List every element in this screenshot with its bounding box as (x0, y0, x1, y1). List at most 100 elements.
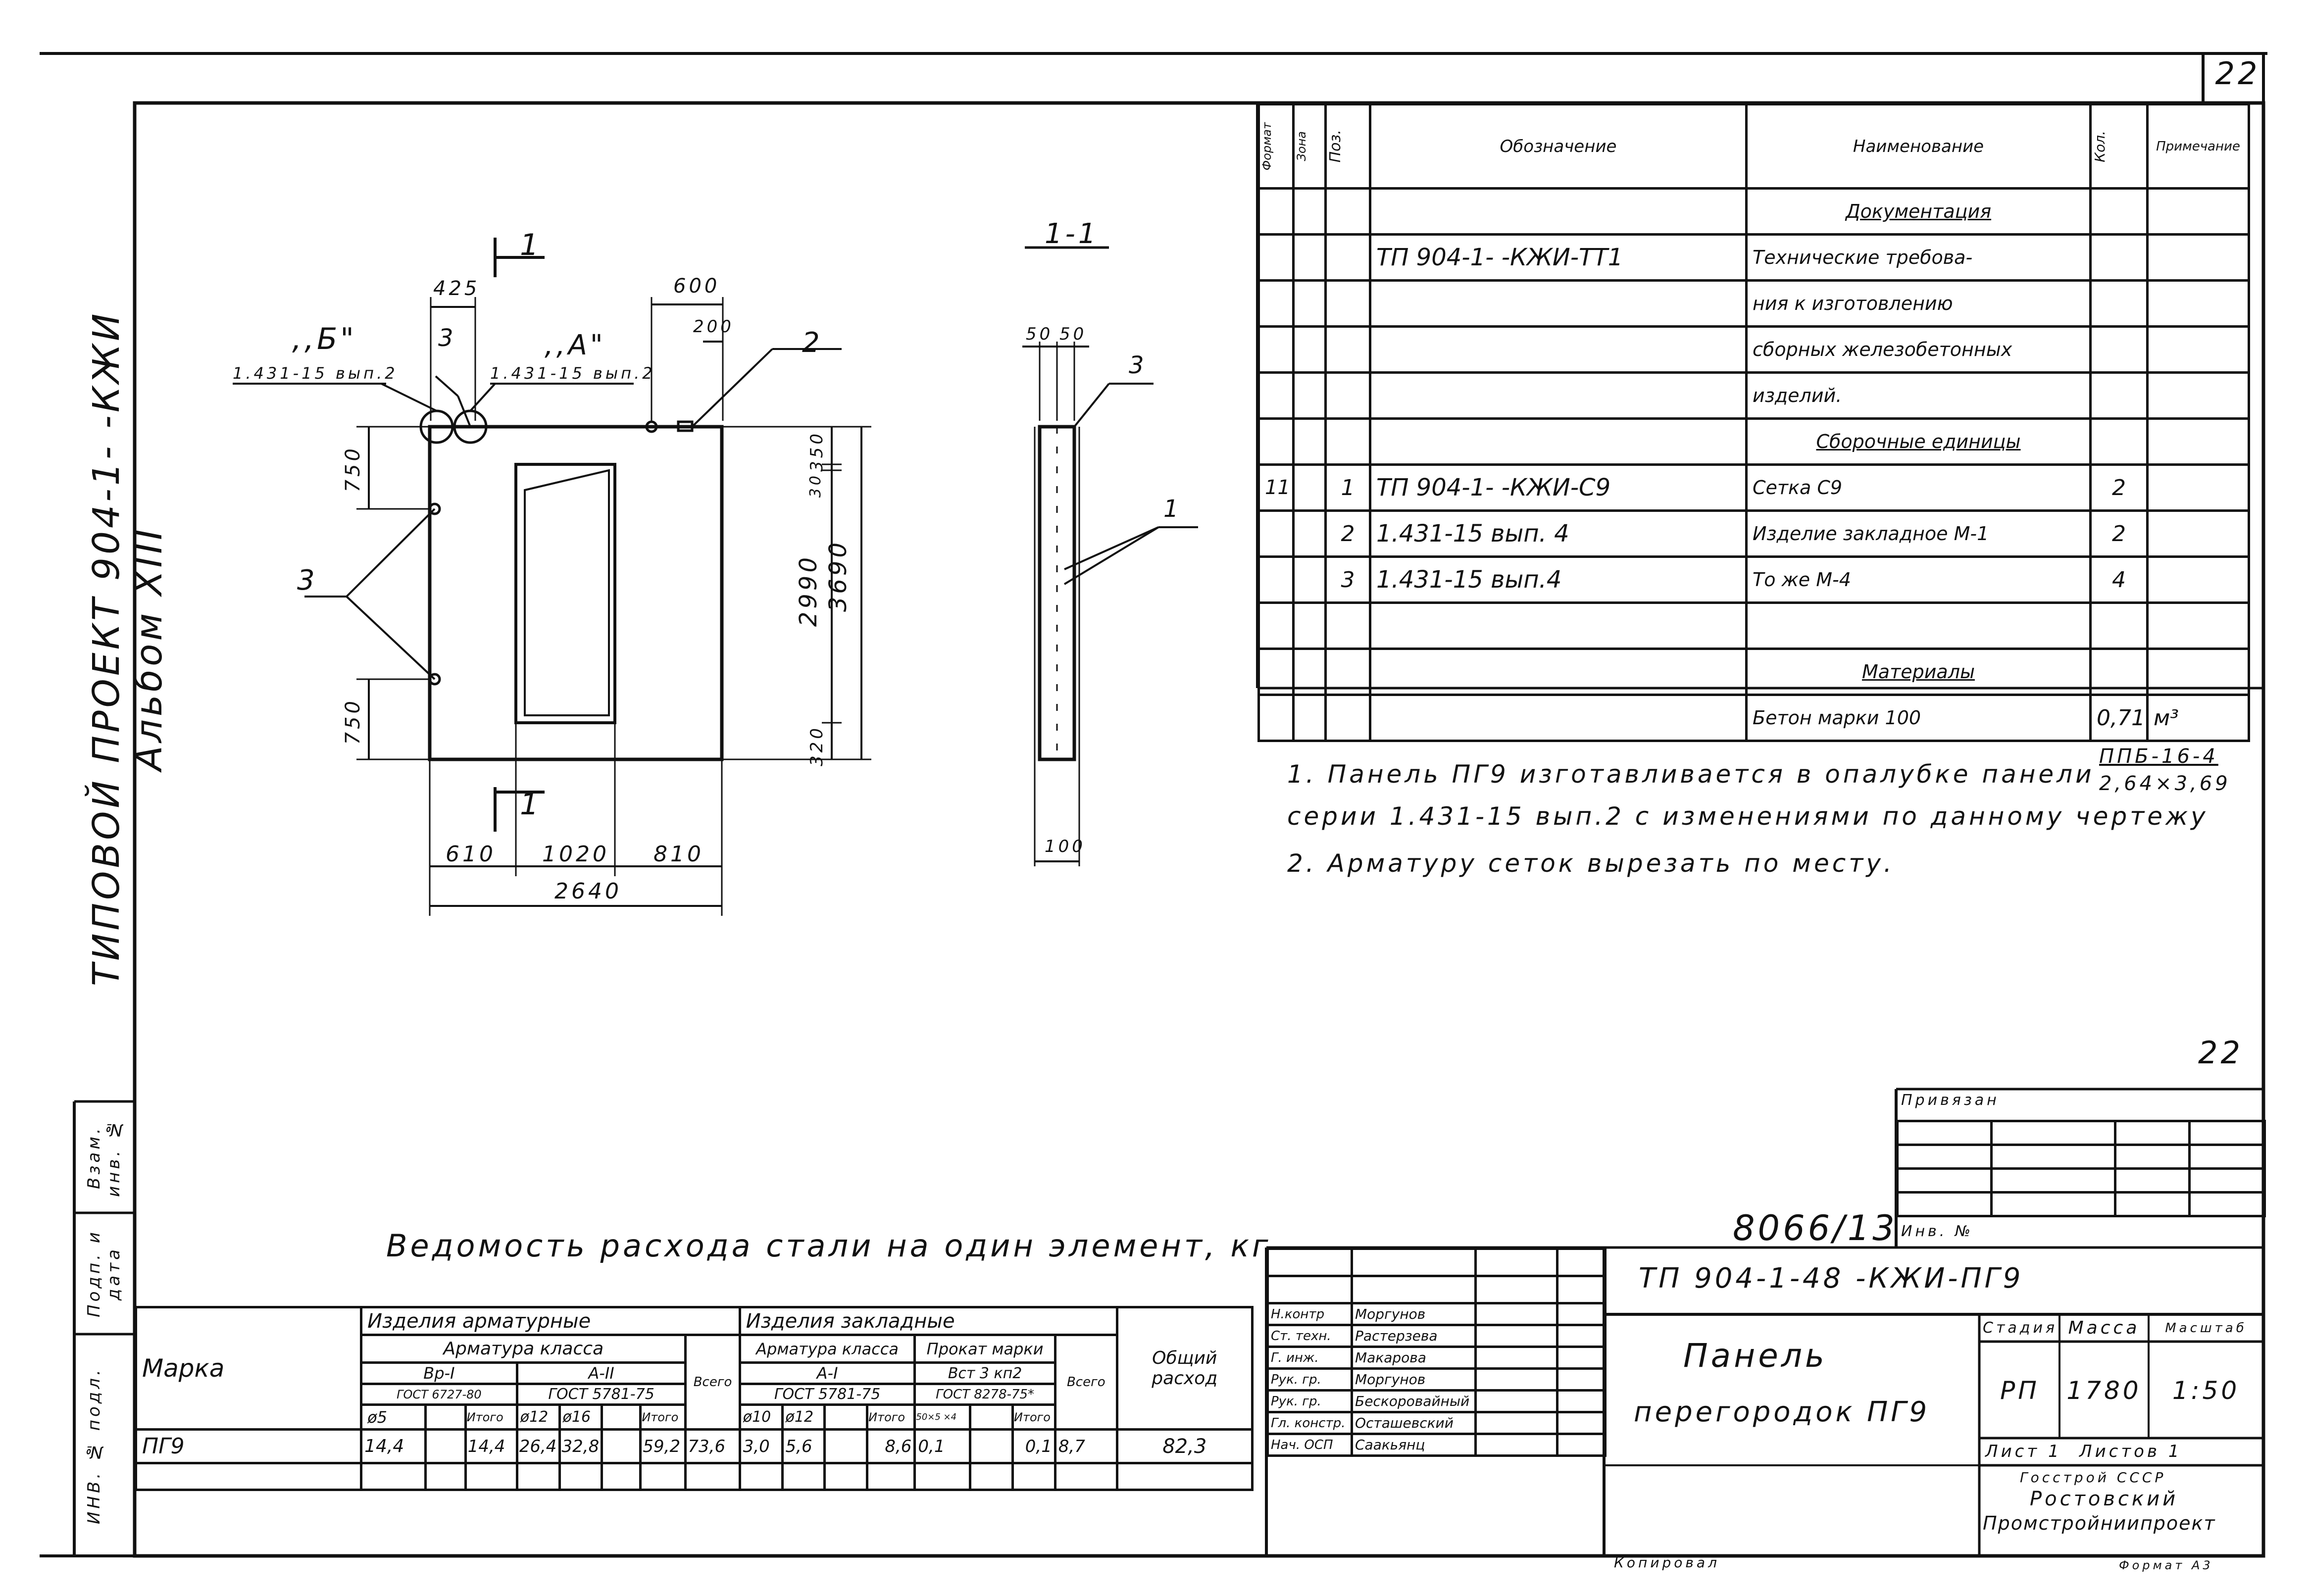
dim-810: 810 (653, 842, 704, 867)
callout-a-ref: 1.431-15 вып.2 (490, 364, 655, 383)
steel-h-itogo4: Итого (1011, 1403, 1056, 1431)
steel-d12b: 5,6 (781, 1428, 826, 1464)
dim-3690: 3690 (824, 540, 852, 612)
steel-h-d5: ø5 (360, 1403, 427, 1431)
spec-h-qty: Кол. (2092, 130, 2109, 162)
stamp-person-role: Г. инж. (1266, 1346, 1353, 1370)
steel-d5: 14,4 (360, 1428, 427, 1464)
steel-h-all1: Всего (684, 1334, 741, 1431)
steel-h-prof: 50×5 ×4 (913, 1403, 972, 1431)
steel-all1: 73,6 (684, 1428, 741, 1464)
stamp-org-3: Промстройниипроект (1983, 1512, 2216, 1534)
steel-h-arm-items: Изделия арматурные (360, 1306, 741, 1336)
spec-qty (2089, 601, 2149, 650)
steel-blank-row (134, 1462, 1267, 1491)
steel-h-itogo1: Итого (464, 1403, 518, 1431)
stamp-person-row: Рук. гр.Бескоровайный (1266, 1389, 1607, 1413)
spec-designation: ТП 904-1- -КЖИ-С9 (1369, 463, 1748, 512)
spec-pos: 1 (1324, 463, 1371, 512)
spec-format (1257, 648, 1295, 696)
spec-note (2146, 463, 2250, 512)
spec-format (1257, 694, 1295, 742)
pos3-top: 3 (438, 324, 456, 352)
spec-designation: ТП 904-1- -КЖИ-ТТ1 (1369, 233, 1748, 282)
spec-pos (1324, 325, 1371, 374)
side-stamp-2: Подп. и дата (84, 1229, 124, 1318)
steel-itogo4: 0,1 (1011, 1428, 1056, 1464)
spec-note (2146, 417, 2250, 466)
steel-h-d16: ø16 (558, 1403, 603, 1431)
stamp-person-signature (1474, 1324, 1558, 1348)
steel-header-row2: Арматура класса Всего Арматура класса Пр… (136, 1334, 1267, 1431)
copied-label: Копировал (1614, 1554, 1720, 1571)
spec-zone (1292, 233, 1327, 282)
spec-designation (1369, 279, 1748, 328)
spec-designation (1369, 371, 1748, 420)
stamp-person-row: Рук. гр.Моргунов (1266, 1367, 1607, 1392)
spec-h-name: Наименование (1745, 103, 2092, 190)
steel-marka: ПГ9 (134, 1428, 363, 1464)
spec-row: Сборочные единицы (1257, 417, 2250, 466)
stamp-person-name: Растерзева (1351, 1324, 1477, 1348)
note-1-frac-bottom: 2,64×3,69 (2099, 772, 2231, 795)
spec-pos (1324, 233, 1371, 282)
side-title: ТИПОВОЙ ПРОЕКТ 904-1- -КЖИ Альбом XIII (85, 310, 170, 987)
spec-pos (1324, 371, 1371, 420)
spec-designation (1369, 325, 1748, 374)
dim-100: 100 (1045, 837, 1086, 856)
spec-name (1745, 601, 2092, 650)
steel-h-d12: ø12 (515, 1403, 561, 1431)
steel-data-row: ПГ9 14,4 14,4 26,4 32,8 59,2 73,6 3,0 5,… (134, 1428, 1267, 1464)
cut-label-bottom: 1 (520, 787, 542, 822)
spec-zone (1292, 555, 1327, 604)
spec-table: Формат Зона Поз. Обозначение Наименовани… (1257, 103, 2250, 742)
steel-itogo1: 14,4 (464, 1428, 518, 1464)
spec-format (1257, 371, 1295, 420)
spec-zone (1292, 694, 1327, 742)
steel-h-gost-a1: ГОСТ 5781-75 (738, 1383, 916, 1406)
dim-350: 350 (807, 431, 827, 472)
sheet-number-mid: 22 (2198, 1035, 2243, 1071)
steel-title: Ведомость расхода стали на один элемент,… (386, 1228, 1271, 1264)
spec-name: То же М-4 (1745, 555, 2092, 604)
stamp-stage: РП (2000, 1376, 2040, 1405)
steel-h-a1: А-I (738, 1361, 916, 1385)
spec-name: Документация (1745, 187, 2092, 236)
steel-h-gost-a2: ГОСТ 5781-75 (515, 1383, 687, 1406)
stamp-person-signature (1474, 1433, 1558, 1457)
spec-row: Документация (1257, 187, 2250, 236)
dim-1020: 1020 (542, 842, 609, 867)
spec-h-pos: Поз. (1327, 130, 1345, 163)
spec-name: Бетон марки 100 (1745, 694, 2092, 742)
inv-label: Инв. № (1901, 1223, 1974, 1240)
side-stamp-1: ИНВ. № подл. (84, 1367, 104, 1524)
spec-h-designation: Обозначение (1369, 103, 1748, 190)
spec-note (2146, 371, 2250, 420)
spec-name: Материалы (1745, 648, 2092, 696)
stamp-org-2: Ростовский (2030, 1488, 2179, 1510)
spec-name: Сборочные единицы (1745, 417, 2092, 466)
note-1a: 1. Панель ПГ9 изготавливается в опалубке… (1287, 760, 2095, 789)
spec-name: сборных железобетонных (1745, 325, 2092, 374)
spec-qty (2089, 325, 2149, 374)
pos2-label: 2 (802, 327, 823, 359)
dim-425: 425 (433, 277, 480, 300)
spec-qty (2089, 279, 2149, 328)
stamp-mass-h: Масса (2068, 1318, 2140, 1338)
spec-pos: 2 (1324, 509, 1371, 558)
spec-format (1257, 555, 1295, 604)
spec-qty: 0,71 (2089, 694, 2149, 742)
steel-all2: 8,7 (1054, 1428, 1118, 1464)
steel-h-gost-st: ГОСТ 8278-75* (913, 1383, 1056, 1406)
stamp-person-row: Г. инж.Макарова (1266, 1346, 1607, 1370)
spec-pos: 3 (1324, 555, 1371, 604)
steel-h-marka: Марка (134, 1306, 363, 1431)
dim-2990: 2990 (795, 554, 822, 627)
stamp-person-signature (1474, 1302, 1558, 1326)
spec-pos (1324, 648, 1371, 696)
dim-2640: 2640 (554, 879, 622, 904)
steel-header-row4: ГОСТ 6727-80 ГОСТ 5781-75 ГОСТ 5781-75 Г… (136, 1383, 1267, 1406)
spec-designation (1369, 694, 1748, 742)
